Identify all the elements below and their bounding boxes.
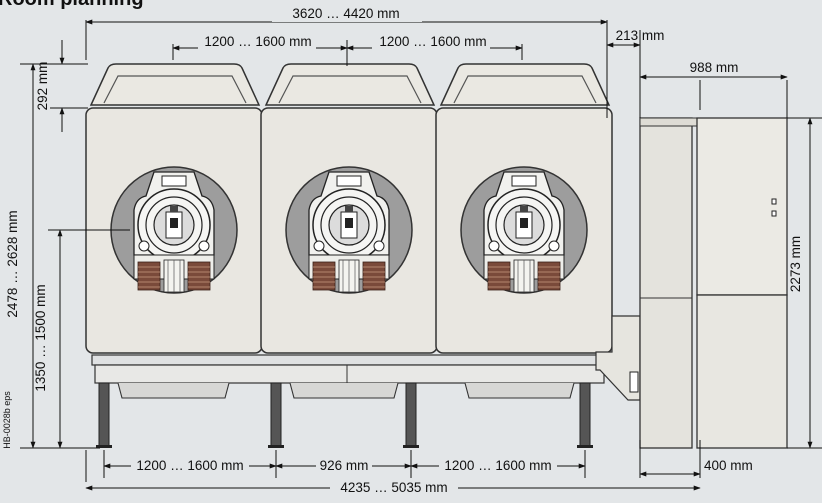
support-legs (96, 382, 593, 448)
dim-overall-bottom: 4235 … 5035 mm (340, 480, 447, 495)
dim-cabinet-height: 2273 mm (788, 236, 803, 292)
treatment-unit-1 (85, 63, 263, 354)
dim-spacing-bottom-right: 1200 … 1600 mm (444, 458, 551, 473)
base-frame (94, 364, 605, 384)
base-frame-top (91, 354, 608, 366)
dim-total-height: 2478 … 2628 mm (5, 210, 20, 317)
dim-cabinet-clearance: 400 mm (704, 458, 753, 473)
dim-overall-top: 3620 … 4420 mm (292, 6, 399, 21)
diagram-title: Room planning (0, 0, 144, 11)
dim-cabinet-width: 988 mm (690, 60, 739, 75)
dim-spacing-top-right: 1200 … 1600 mm (379, 34, 486, 49)
dim-spacing-bottom-left: 1200 … 1600 mm (136, 458, 243, 473)
control-cabinet (639, 117, 788, 449)
drawing-reference: HB-0028b eps (2, 391, 12, 449)
dim-spacing-top-left: 1200 … 1600 mm (204, 34, 311, 49)
treatment-unit-2 (260, 63, 438, 354)
treatment-unit-3 (435, 63, 613, 354)
dim-spacing-bottom-mid: 926 mm (320, 458, 369, 473)
dim-cabinet-gap: 213 mm (616, 28, 665, 43)
dim-axis-height: 1350 … 1500 mm (33, 284, 48, 391)
dim-lid-height: 292 mm (35, 62, 50, 111)
